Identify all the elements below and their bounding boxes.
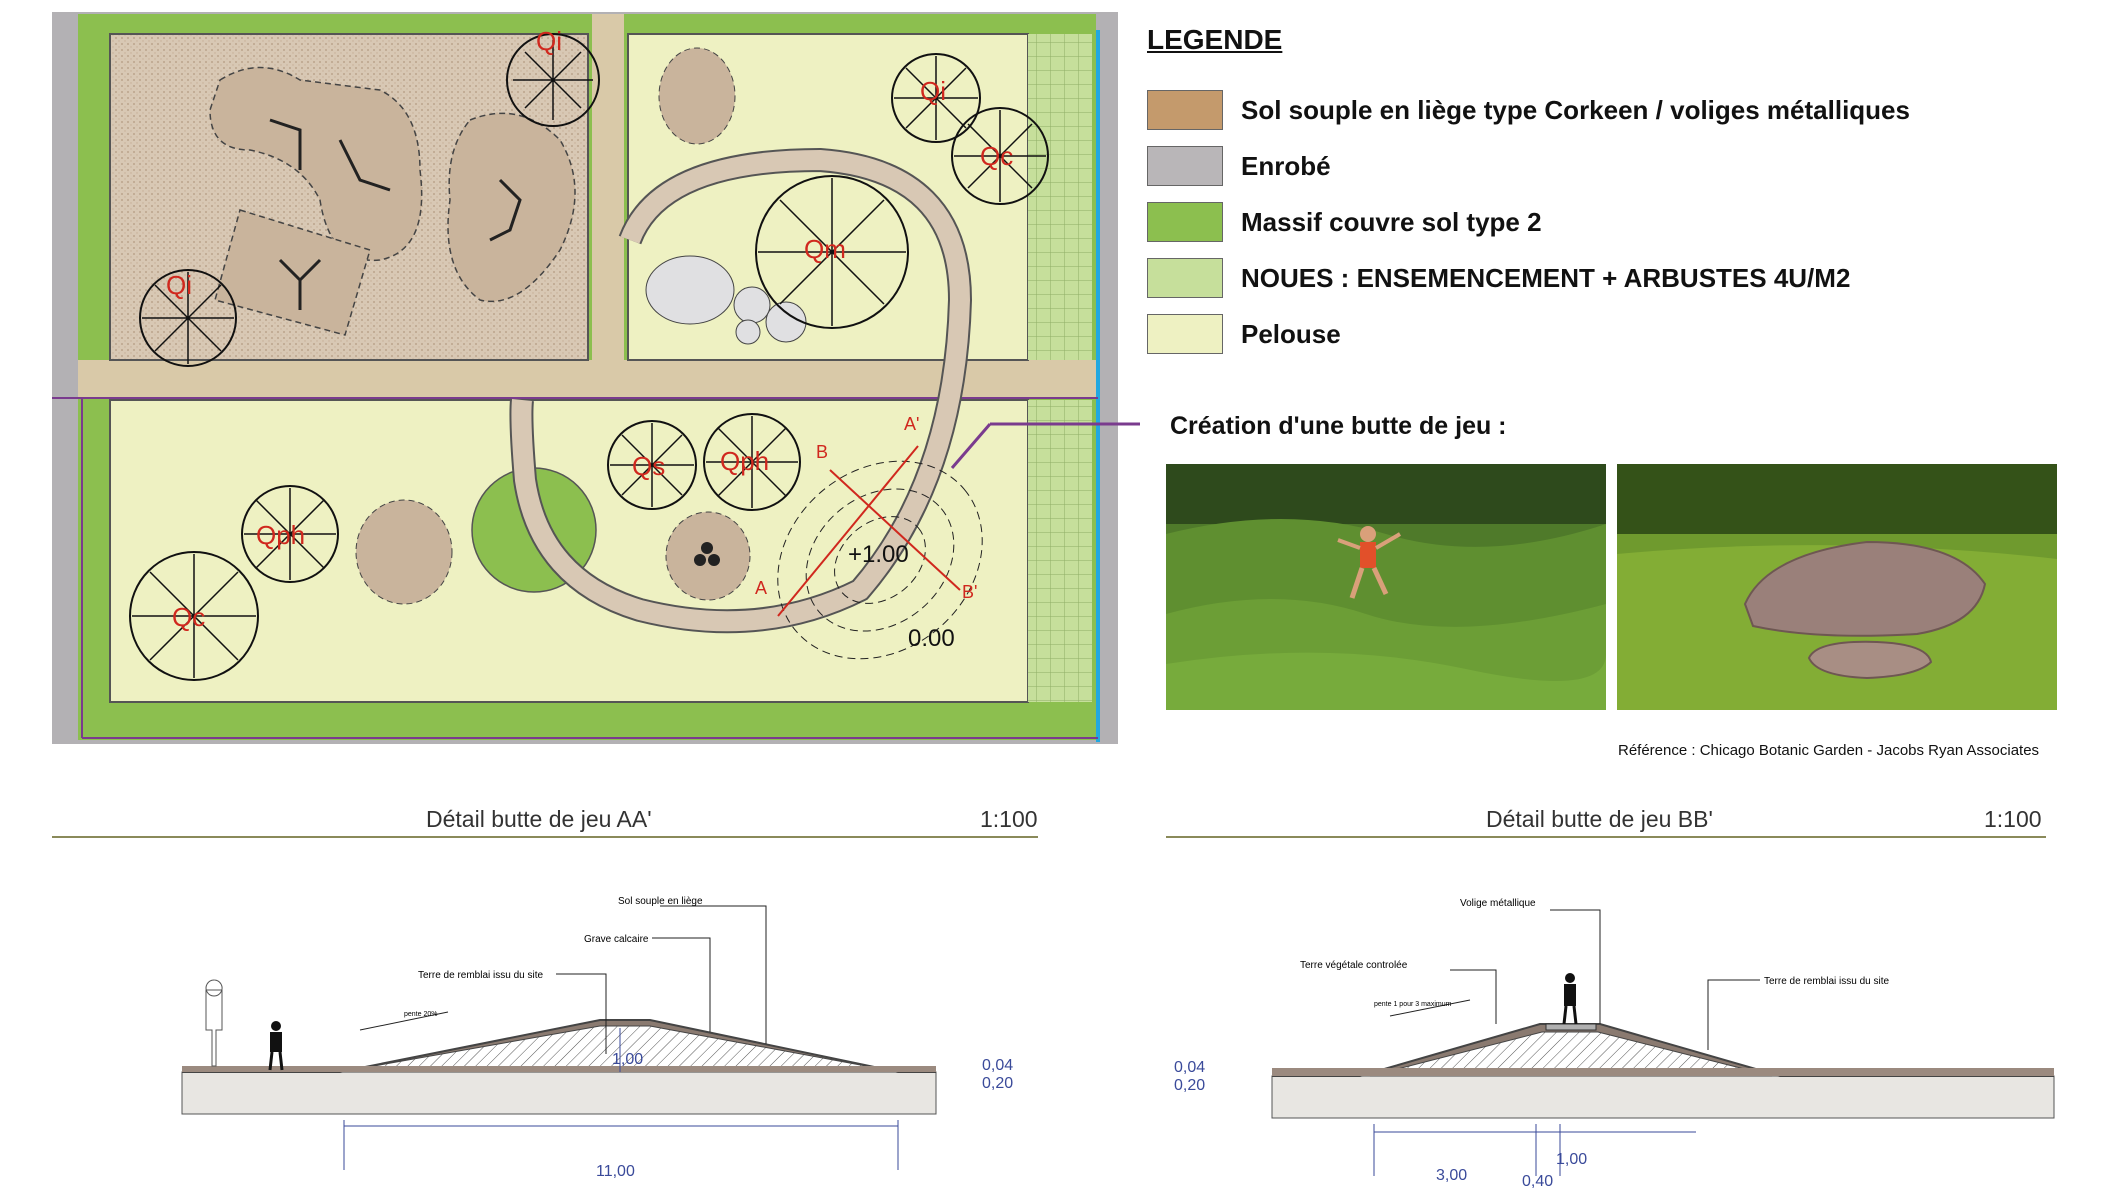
legend-item: Pelouse bbox=[1147, 312, 1341, 356]
section-letter-b: B bbox=[816, 442, 828, 462]
section-line-aa bbox=[777, 445, 919, 617]
bb-dim-slope-len: 3,00 bbox=[1436, 1167, 1467, 1184]
cork-pad-1 bbox=[658, 47, 736, 145]
bb-label-terre: Terre de remblai issu du site bbox=[1764, 976, 1889, 987]
bb-label-volige: Volige métallique bbox=[1460, 898, 1536, 909]
rock-4 bbox=[735, 319, 761, 345]
detail-bb-rule bbox=[1166, 836, 2046, 838]
tree-label-9: Qc bbox=[172, 602, 205, 632]
aa-dim-layer1: 0,04 bbox=[982, 1057, 1013, 1074]
legend-label: NOUES : ENSEMENCEMENT + ARBUSTES 4U/M2 bbox=[1241, 262, 1851, 293]
legend-item: NOUES : ENSEMENCEMENT + ARBUSTES 4U/M2 bbox=[1147, 256, 1850, 300]
height-base: 0.00 bbox=[908, 625, 955, 652]
section-letter-a-prime: A' bbox=[904, 414, 919, 434]
play-mound-1 bbox=[209, 66, 423, 262]
bb-dim-layer1: 0,04 bbox=[1174, 1059, 1205, 1076]
detail-bb-title: Détail butte de jeu BB' bbox=[1486, 806, 1713, 832]
tree-label-7: Qph bbox=[720, 446, 769, 476]
plan-path-v bbox=[592, 14, 624, 384]
tree-branches bbox=[132, 40, 1046, 678]
reference-note: Référence : Chicago Botanic Garden - Jac… bbox=[1618, 742, 2040, 759]
height-top: +1.00 bbox=[848, 541, 909, 568]
detail-aa-rule bbox=[52, 836, 1038, 838]
legend-label: Sol souple en liège type Corkeen / volig… bbox=[1241, 94, 1910, 125]
detail-aa-section: Sol souple en liège Grave calcaire Terre… bbox=[181, 896, 1013, 1180]
aa-label-sol-souple: Sol souple en liège bbox=[618, 896, 703, 907]
photo-child-mound bbox=[1166, 464, 1606, 710]
butte-heading: Création d'une butte de jeu : bbox=[1170, 412, 1507, 440]
aa-dim-layer2: 0,20 bbox=[982, 1075, 1013, 1092]
bb-label-pente: pente 1 pour 3 maximum bbox=[1374, 1001, 1452, 1008]
section-letter-b-prime: B' bbox=[962, 582, 977, 602]
tree-label-5: Qm bbox=[804, 234, 846, 264]
legend-swatch bbox=[1147, 90, 1223, 130]
cork-pad-2 bbox=[355, 499, 453, 605]
tree-label-2: Qi bbox=[166, 270, 192, 300]
rock-1 bbox=[645, 255, 735, 325]
detail-aa-scale: 1:100 bbox=[980, 806, 1038, 832]
cork-pad-3 bbox=[665, 511, 751, 601]
butte-contour-3 bbox=[834, 516, 926, 604]
tree-label-8: Qph bbox=[256, 520, 305, 550]
legend-title: LEGENDE bbox=[1147, 24, 1283, 55]
aa-label-pente: pente 20% bbox=[404, 1011, 437, 1018]
bb-dim-height: 1,00 bbox=[1556, 1151, 1587, 1168]
aa-label-grave: Grave calcaire bbox=[584, 934, 649, 945]
legend-swatch bbox=[1147, 314, 1223, 354]
legend-label: Massif couvre sol type 2 bbox=[1241, 206, 1542, 237]
play-equipment bbox=[269, 118, 522, 310]
tree-label-4: Qc bbox=[980, 141, 1013, 171]
bb-label-terre-vegetale: Terre végétale controlée bbox=[1300, 960, 1408, 971]
detail-bb-scale: 1:100 bbox=[1984, 806, 2042, 832]
play-mound-2 bbox=[447, 112, 576, 303]
aa-dim-height: 1,00 bbox=[612, 1051, 643, 1068]
rock-3 bbox=[765, 301, 807, 343]
tree-symbols bbox=[129, 33, 1049, 681]
legend-swatch bbox=[1147, 258, 1223, 298]
section-line-bb bbox=[829, 469, 961, 591]
butte-contour-2 bbox=[805, 488, 955, 632]
noue-top bbox=[1028, 34, 1092, 360]
bb-dim-top-len: 0,40 bbox=[1522, 1173, 1553, 1190]
butte-contour-1 bbox=[777, 460, 983, 660]
noue-bottom bbox=[1028, 400, 1092, 702]
rock-2 bbox=[733, 286, 771, 324]
site-plan: Qi Qi Qi Qc Qm Qs Qph Qph Qc A A' B B' +… bbox=[52, 12, 1140, 744]
photo-boulders bbox=[1617, 464, 2057, 710]
tree-label-1: Qi bbox=[536, 26, 562, 56]
aa-dim-length: 11,00 bbox=[596, 1163, 635, 1180]
aa-label-terre: Terre de remblai issu du site bbox=[418, 970, 543, 981]
bb-dim-layer2: 0,20 bbox=[1174, 1077, 1205, 1094]
plan-path-h bbox=[78, 360, 1096, 398]
legend-label: Enrobé bbox=[1241, 150, 1331, 181]
detail-bb-section: Volige métallique Terre végétale control… bbox=[1174, 898, 2055, 1190]
section-letter-a: A bbox=[755, 578, 767, 598]
legend-label: Pelouse bbox=[1241, 318, 1341, 349]
legend-item: Massif couvre sol type 2 bbox=[1147, 200, 1542, 244]
tree-label-6: Qs bbox=[632, 451, 665, 481]
tree-label-3: Qi bbox=[920, 76, 946, 106]
legend-swatch bbox=[1147, 146, 1223, 186]
legend-item: Enrobé bbox=[1147, 144, 1331, 188]
detail-aa-title: Détail butte de jeu AA' bbox=[426, 806, 652, 832]
legend-item: Sol souple en liège type Corkeen / volig… bbox=[1147, 88, 1910, 132]
legend-swatch bbox=[1147, 202, 1223, 242]
